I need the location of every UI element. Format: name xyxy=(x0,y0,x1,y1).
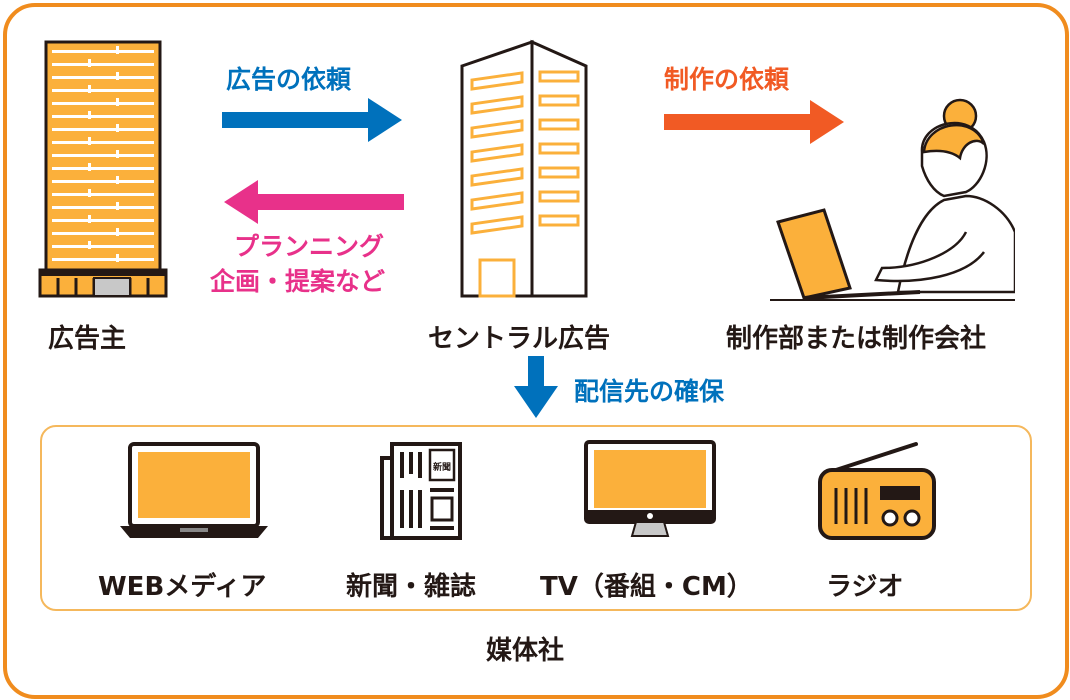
agency-building-icon xyxy=(460,39,588,298)
planning-arrow xyxy=(224,180,404,224)
media-item-newspaper: 新聞・雑誌 xyxy=(346,572,477,602)
media-item-web: WEBメディア xyxy=(98,572,267,602)
production-request-arrow xyxy=(664,100,844,144)
producer-person-icon xyxy=(770,98,1015,301)
production-request-label: 制作の依頼 xyxy=(664,65,790,94)
agency-label: セントラル広告 xyxy=(428,324,611,354)
secure-media-arrow xyxy=(514,356,558,418)
monitor-icon xyxy=(584,440,716,537)
media-item-radio: ラジオ xyxy=(826,572,904,602)
planning-label-1: プランニング xyxy=(234,232,385,261)
planning-label-2: 企画・提案など xyxy=(210,267,386,296)
media-group-label: 媒体社 xyxy=(486,636,565,666)
advertiser-building-icon xyxy=(38,40,168,298)
ad-request-label: 広告の依頼 xyxy=(226,65,352,94)
ad-request-arrow xyxy=(222,98,402,142)
laptop-icon xyxy=(120,442,268,538)
newspaper-icon: 新聞 xyxy=(380,442,462,540)
newspaper-mark: 新聞 xyxy=(433,461,451,473)
radio-icon xyxy=(818,442,936,540)
producer-label: 制作部または制作会社 xyxy=(726,324,987,354)
secure-media-label: 配信先の確保 xyxy=(574,377,725,406)
advertiser-label: 広告主 xyxy=(48,324,127,354)
media-item-tv: TV（番組・CM） xyxy=(540,572,753,602)
